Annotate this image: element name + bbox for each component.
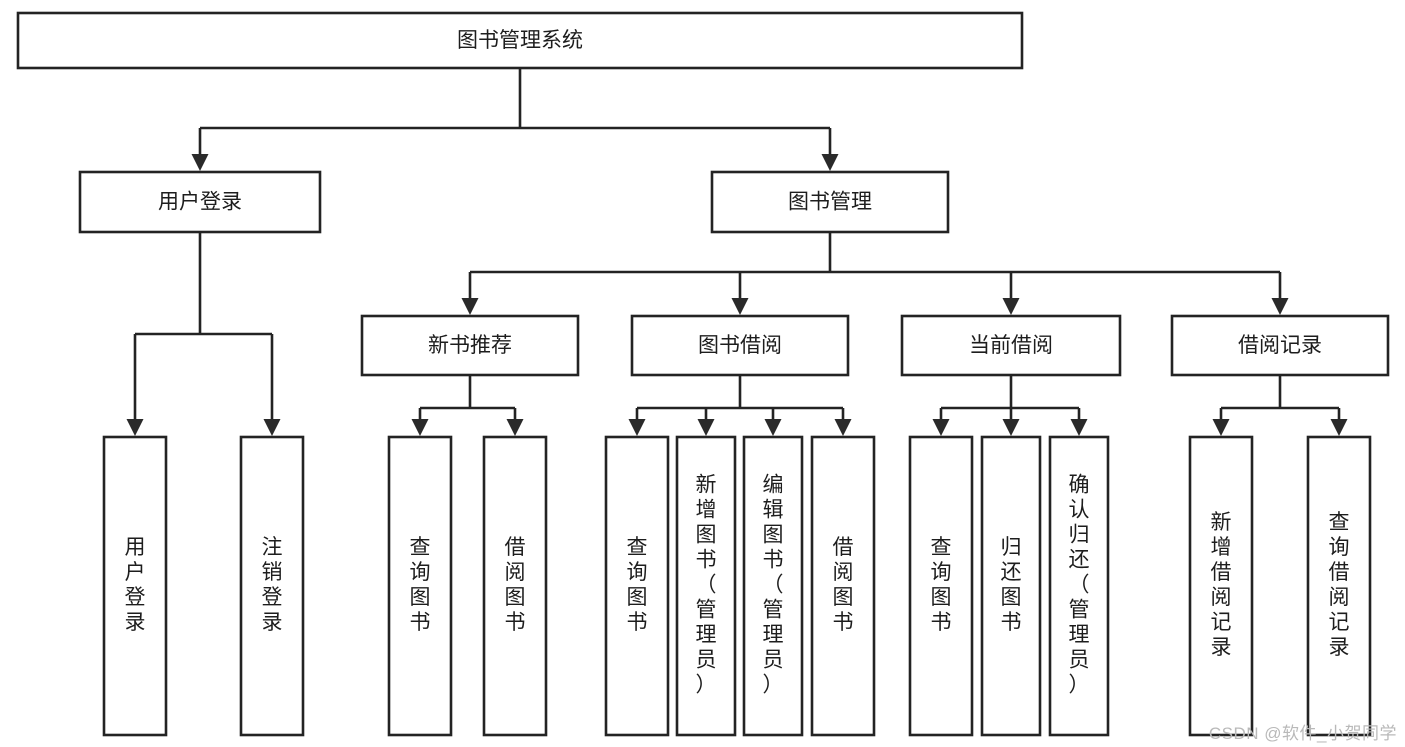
node-leaf-5-label: 新增图书（管理员） (696, 474, 717, 697)
node-leaf-5[interactable]: 新增图书（管理员） (675, 435, 737, 737)
node-layer: 图书管理系统用户登录图书管理新书推荐图书借阅当前借阅借阅记录用户登录注销登录查询… (16, 11, 1390, 737)
arrow-head-icon (1002, 298, 1020, 315)
node-leaf-12-box[interactable] (1306, 435, 1372, 737)
node-leaf-7-box[interactable] (810, 435, 876, 737)
arrow-head-icon (191, 154, 209, 171)
node-level2-0-box[interactable] (360, 314, 580, 377)
node-leaf-11[interactable]: 新增借阅记录 (1188, 435, 1254, 737)
node-leaf-6-label: 编辑图书（管理员） (763, 474, 784, 697)
node-leaf-3-label: 借阅图书 (505, 536, 526, 634)
arrow-head-icon (697, 419, 715, 436)
arrow-head-icon (1070, 419, 1088, 436)
node-level2-0-label: 新书推荐 (428, 334, 512, 357)
node-leaf-6-box[interactable] (742, 435, 804, 737)
node-leaf-0-label: 用户登录 (125, 536, 146, 634)
node-root-box[interactable] (16, 11, 1024, 70)
node-leaf-0[interactable]: 用户登录 (102, 435, 168, 737)
node-level2-2[interactable]: 当前借阅 (900, 314, 1122, 377)
node-leaf-9-box[interactable] (980, 435, 1042, 737)
arrow-head-icon (821, 154, 839, 171)
node-level2-1-label: 图书借阅 (698, 334, 782, 357)
node-level1-0-box[interactable] (78, 170, 322, 234)
node-leaf-12-label: 查询借阅记录 (1329, 511, 1350, 659)
arrow-head-icon (731, 298, 749, 315)
arrow-head-icon (1271, 298, 1289, 315)
node-leaf-11-box[interactable] (1188, 435, 1254, 737)
node-leaf-2-box[interactable] (387, 435, 453, 737)
node-level2-3-label: 借阅记录 (1238, 334, 1322, 357)
node-leaf-11-label: 新增借阅记录 (1211, 511, 1232, 659)
node-leaf-8-box[interactable] (908, 435, 974, 737)
node-leaf-1[interactable]: 注销登录 (239, 435, 305, 737)
node-leaf-7-label: 借阅图书 (833, 536, 854, 634)
edge-group-l2-0 (411, 375, 524, 436)
node-leaf-2[interactable]: 查询图书 (387, 435, 453, 737)
node-level1-0-label: 用户登录 (158, 191, 242, 214)
node-leaf-10[interactable]: 确认归还（管理员） (1048, 435, 1110, 737)
edge-group-l2-1 (628, 375, 852, 436)
arrow-head-icon (126, 419, 144, 436)
arrow-head-icon (834, 419, 852, 436)
connector-layer (126, 68, 1348, 436)
arrow-head-icon (1002, 419, 1020, 436)
node-leaf-1-label: 注销登录 (262, 536, 283, 634)
node-leaf-2-label: 查询图书 (410, 536, 431, 634)
node-level1-1-box[interactable] (710, 170, 950, 234)
node-level2-1[interactable]: 图书借阅 (630, 314, 850, 377)
arrow-head-icon (764, 419, 782, 436)
arrow-head-icon (411, 419, 429, 436)
edge-group-root (191, 68, 839, 171)
arrow-head-icon (628, 419, 646, 436)
node-root-label: 图书管理系统 (457, 29, 583, 52)
edge-group-l2-3 (1212, 375, 1348, 436)
arrow-head-icon (1330, 419, 1348, 436)
node-leaf-10-box[interactable] (1048, 435, 1110, 737)
node-root[interactable]: 图书管理系统 (16, 11, 1024, 70)
node-level2-3-box[interactable] (1170, 314, 1390, 377)
node-leaf-3[interactable]: 借阅图书 (482, 435, 548, 737)
node-level1-1[interactable]: 图书管理 (710, 170, 950, 234)
node-level2-3[interactable]: 借阅记录 (1170, 314, 1390, 377)
node-leaf-12[interactable]: 查询借阅记录 (1306, 435, 1372, 737)
edge-group-l2-2 (932, 375, 1088, 436)
node-leaf-8-label: 查询图书 (931, 536, 952, 634)
node-leaf-6[interactable]: 编辑图书（管理员） (742, 435, 804, 737)
node-leaf-1-box[interactable] (239, 435, 305, 737)
node-leaf-0-box[interactable] (102, 435, 168, 737)
arrow-head-icon (932, 419, 950, 436)
arrow-head-icon (461, 298, 479, 315)
edge-group-book-management (461, 232, 1289, 315)
arrow-head-icon (506, 419, 524, 436)
node-level1-1-label: 图书管理 (788, 191, 872, 214)
node-leaf-4[interactable]: 查询图书 (604, 435, 670, 737)
node-leaf-3-box[interactable] (482, 435, 548, 737)
node-leaf-4-box[interactable] (604, 435, 670, 737)
edge-group-user-login (126, 232, 281, 436)
arrow-head-icon (263, 419, 281, 436)
node-level2-2-label: 当前借阅 (969, 334, 1053, 357)
node-leaf-9[interactable]: 归还图书 (980, 435, 1042, 737)
node-leaf-7[interactable]: 借阅图书 (810, 435, 876, 737)
arrow-head-icon (1212, 419, 1230, 436)
node-level2-1-box[interactable] (630, 314, 850, 377)
node-level2-0[interactable]: 新书推荐 (360, 314, 580, 377)
node-level2-2-box[interactable] (900, 314, 1122, 377)
node-leaf-8[interactable]: 查询图书 (908, 435, 974, 737)
node-leaf-9-label: 归还图书 (1001, 536, 1022, 634)
node-leaf-10-label: 确认归还（管理员） (1069, 474, 1090, 697)
node-leaf-4-label: 查询图书 (627, 536, 648, 634)
node-leaf-5-box[interactable] (675, 435, 737, 737)
node-level1-0[interactable]: 用户登录 (78, 170, 322, 234)
